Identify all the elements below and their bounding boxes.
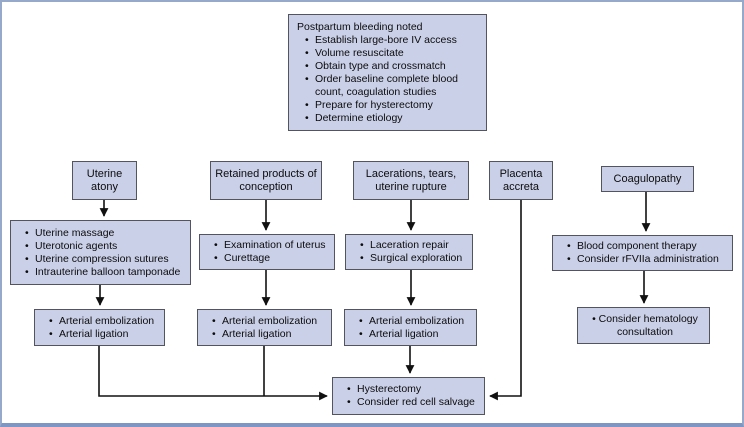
bullet-item: Determine etiology — [305, 112, 482, 125]
bullet-item: Order baseline complete blood count, coa… — [305, 73, 482, 99]
node-placenta-accreta: Placenta accreta — [489, 161, 553, 200]
bullet-item: Consider hematology consultation — [585, 313, 705, 339]
bullet-item: Arterial ligation — [212, 328, 327, 341]
node-arterial-embolization-2: Arterial embolizationArterial ligation — [197, 309, 332, 346]
bullet-list: Blood component therapyConsider rFVIIa a… — [560, 240, 728, 266]
bullet-list: Establish large-bore IV accessVolume res… — [296, 34, 482, 125]
node-label: Retained products of conception — [215, 167, 317, 193]
bullet-item: Arterial ligation — [49, 328, 160, 341]
bullet-item: Arterial embolization — [49, 315, 160, 328]
bullet-item: Volume resuscitate — [305, 47, 482, 60]
node-arterial-embolization-3: Arterial embolizationArterial ligation — [344, 309, 477, 346]
bullet-item: Consider rFVIIa administration — [567, 253, 728, 266]
bullet-list: Examination of uterusCurettage — [207, 239, 330, 265]
bullet-list: HysterectomyConsider red cell salvage — [340, 383, 480, 409]
bullet-list: Arterial embolizationArterial ligation — [42, 315, 160, 341]
bullet-item: Prepare for hysterectomy — [305, 99, 482, 112]
bullet-item: Obtain type and crossmatch — [305, 60, 482, 73]
node-hysterectomy: HysterectomyConsider red cell salvage — [332, 377, 485, 415]
node-retained-products: Retained products of conception — [210, 161, 322, 200]
node-label: Uterine atony — [86, 167, 123, 193]
bullet-item: Laceration repair — [360, 239, 468, 252]
bullet-item: Intrauterine balloon tamponade — [25, 266, 186, 279]
node-uterine-atony: Uterine atony — [72, 161, 137, 200]
bullet-item: Uterine compression sutures — [25, 253, 186, 266]
connector-placenta-to-hysterectomy — [489, 200, 522, 401]
node-lacerations-management: Laceration repairSurgical exploration — [345, 234, 473, 270]
bullet-list: Consider hematology consultation — [585, 313, 705, 339]
bullet-item: Arterial embolization — [212, 315, 327, 328]
bullet-item: Examination of uterus — [214, 239, 330, 252]
node-coagulopathy-management: Blood component therapyConsider rFVIIa a… — [552, 235, 733, 271]
node-retained-management: Examination of uterusCurettage — [199, 234, 335, 270]
node-hematology-consultation: Consider hematology consultation — [577, 307, 710, 344]
bullet-item: Curettage — [214, 252, 330, 265]
node-postpartum-bleeding: Postpartum bleeding noted Establish larg… — [288, 14, 487, 131]
node-title: Postpartum bleeding noted — [297, 21, 423, 33]
node-label: Lacerations, tears, uterine rupture — [365, 167, 457, 193]
bullet-item: Hysterectomy — [347, 383, 480, 396]
bullet-list: Arterial embolizationArterial ligation — [352, 315, 472, 341]
bullet-item: Establish large-bore IV access — [305, 34, 482, 47]
bullet-list: Arterial embolizationArterial ligation — [205, 315, 327, 341]
bullet-list: Laceration repairSurgical exploration — [353, 239, 468, 265]
node-label: Coagulopathy — [613, 172, 682, 185]
node-lacerations: Lacerations, tears, uterine rupture — [353, 161, 469, 200]
bullet-item: Surgical exploration — [360, 252, 468, 265]
node-arterial-embolization-1: Arterial embolizationArterial ligation — [34, 309, 165, 346]
bullet-item: Uterine massage — [25, 227, 186, 240]
bullet-list: Uterine massageUterotonic agentsUterine … — [18, 227, 186, 279]
bullet-item: Arterial ligation — [359, 328, 472, 341]
node-atony-management: Uterine massageUterotonic agentsUterine … — [10, 220, 191, 285]
connector-arterial1-to-hysterectomy — [98, 346, 328, 401]
bullet-item: Arterial embolization — [359, 315, 472, 328]
bullet-item: Blood component therapy — [567, 240, 728, 253]
node-label: Placenta accreta — [499, 167, 543, 193]
bullet-item: Consider red cell salvage — [347, 396, 480, 409]
node-coagulopathy: Coagulopathy — [601, 166, 694, 192]
bullet-item: Uterotonic agents — [25, 240, 186, 253]
